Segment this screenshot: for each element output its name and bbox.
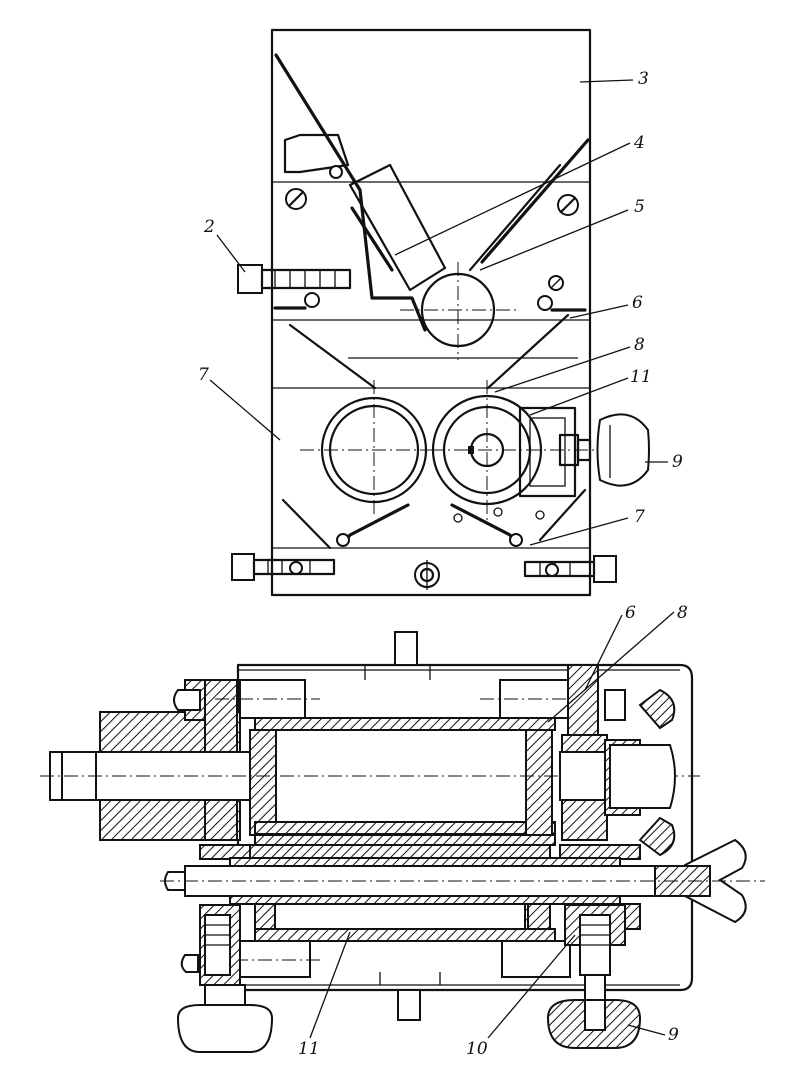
bottom-section-view: [40, 611, 765, 1053]
hopper: [274, 53, 427, 332]
screw-bottom-center: [414, 560, 440, 590]
callout-2: 2: [203, 217, 215, 237]
callout-6-bottom: 6: [625, 603, 636, 623]
callout-5: 5: [634, 197, 645, 217]
feed-roller: [400, 262, 520, 360]
adjusting-screw-bottom-right: [523, 555, 617, 583]
callout-10: 10: [466, 1039, 488, 1059]
callout-7-right: 7: [634, 507, 645, 527]
screw-left-upper: [285, 188, 307, 210]
hand-wheel-top: [596, 413, 650, 487]
callout-11-top: 11: [630, 367, 652, 387]
callout-8-bottom: 8: [677, 603, 688, 623]
callout-4: 4: [633, 133, 645, 153]
adjusting-screw-left: [237, 264, 352, 310]
callout-6-top: 6: [632, 293, 643, 313]
screw-right-upper: [557, 194, 579, 216]
callout-8-top: 8: [634, 335, 645, 355]
lower-right-knob: [546, 904, 642, 1049]
feeder-plate: [348, 163, 447, 292]
screw-right-small: [548, 275, 564, 291]
housing-outline: [270, 28, 592, 597]
callout-9-bottom: 9: [668, 1025, 679, 1045]
adjusting-screw-bottom-left: [231, 553, 336, 581]
callout-9-top: 9: [672, 452, 683, 472]
lower-left-knob: [176, 904, 274, 1053]
lower-housing-outline: [236, 663, 694, 992]
grinding-roller-left: [300, 380, 440, 515]
callout-11-bottom: 11: [298, 1039, 320, 1059]
top-section-view: [209, 28, 668, 597]
callout-3: 3: [638, 69, 649, 89]
callout-7-left: 7: [198, 365, 209, 385]
